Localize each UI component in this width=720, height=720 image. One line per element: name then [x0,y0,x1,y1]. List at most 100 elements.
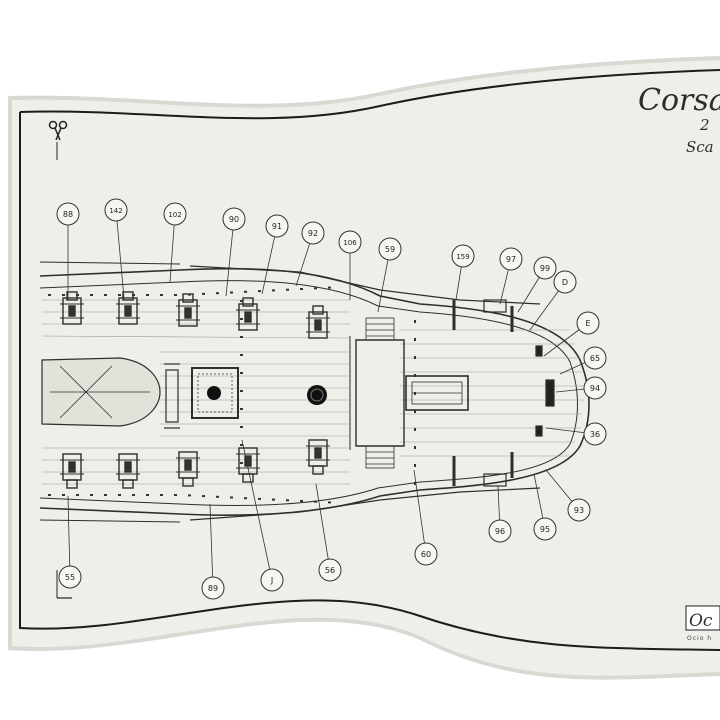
callout-circle [163,202,187,226]
callout-91: 91 [265,214,289,238]
callout-circle [533,256,557,280]
callout-circle [553,270,577,294]
callout-65: 65 [583,346,607,370]
sheet-subtitle: 2 [699,116,710,134]
callout-92: 92 [301,221,325,245]
cannon [236,297,260,331]
brand-logo-box [685,605,720,631]
callout-label: 91 [272,222,282,231]
callout-circle [583,422,607,446]
callout-label: 106 [343,239,357,247]
callout-circle [56,202,80,226]
callout-circle [533,517,557,541]
callout-88: 88 [56,202,80,226]
callout-circle [378,237,402,261]
callout-circle [488,519,512,543]
callout-label: 90 [229,215,239,224]
callout-circle [451,244,475,268]
callout-94: 94 [583,376,607,400]
callout-label: 93 [574,506,584,515]
cannon [116,291,140,325]
callout-circle [499,247,523,271]
callout-59: 59 [378,237,402,261]
callout-label: 60 [421,550,431,559]
callout-106: 106 [338,230,362,254]
callout-J: J [260,568,284,592]
stern-skylight [405,375,469,411]
callout-circle [583,376,607,400]
sheet-border [19,69,720,651]
cannon [306,305,330,339]
leader-line [115,209,125,299]
callout-circle [222,207,246,231]
callout-label: E [585,319,590,328]
capstan [307,385,327,405]
cannon-group [60,291,330,489]
callout-label: 94 [590,384,600,393]
callout-93: 93 [567,498,591,522]
callout-56: 56 [318,558,342,582]
callout-55: 55 [58,565,82,589]
bitts [164,363,180,429]
callout-label: 96 [495,527,505,536]
leader-line [225,218,235,297]
callout-label: 89 [208,584,218,593]
callout-E: E [576,311,600,335]
callout-99: 99 [533,256,557,280]
callout-circle [576,311,600,335]
leader-line [241,439,273,581]
brand-tagline: Ocio h [687,635,712,642]
callout-label: 88 [63,210,73,219]
callout-97: 97 [499,247,523,271]
callout-label: 142 [109,207,122,215]
scale-label: Sca [686,138,714,156]
leader-line [209,503,214,589]
sheet-title: Corsa [638,83,720,118]
callout-label: 95 [540,525,550,534]
callout-142: 142 [104,198,128,222]
main-hatch [191,367,239,419]
callout-label: 92 [308,229,318,238]
callout-label: 159 [456,253,469,261]
leader-line [413,469,427,555]
callout-label: D [562,278,568,287]
cannon [176,293,200,327]
scissors-icon [48,120,68,141]
callout-group: 88 142 102 90 91 92 106 59 159 97 99D E 65 94 36 93 95 96… [56,198,607,600]
callout-89: 89 [201,576,225,600]
callout-102: 102 [163,202,187,226]
callout-label: 36 [590,430,600,439]
callout-circle [301,221,325,245]
ringbolt-dots [48,286,416,504]
callout-circle [265,214,289,238]
callout-label: 56 [325,566,335,575]
callout-circle [583,346,607,370]
callout-95: 95 [533,517,557,541]
callout-D: D [553,270,577,294]
callout-circle [260,568,284,592]
callout-36: 36 [583,422,607,446]
ladder-bottom [365,445,395,469]
callout-circle [104,198,128,222]
callout-label: 65 [590,354,600,363]
cannon [116,453,140,489]
cannon [60,291,84,325]
cannon [60,453,84,489]
ladder-top [365,317,395,341]
callout-label: J [270,576,273,585]
cannon [176,451,200,487]
callout-circle [58,565,82,589]
callout-circle [318,558,342,582]
leader-line [261,225,278,295]
callout-circle [567,498,591,522]
callout-label: 97 [506,255,516,264]
cannon [306,439,330,475]
callout-circle [338,230,362,254]
callout-90: 90 [222,207,246,231]
callout-label: 55 [65,573,75,582]
longboat [41,357,161,427]
callout-label: 59 [385,245,395,254]
leader-line [67,495,71,578]
